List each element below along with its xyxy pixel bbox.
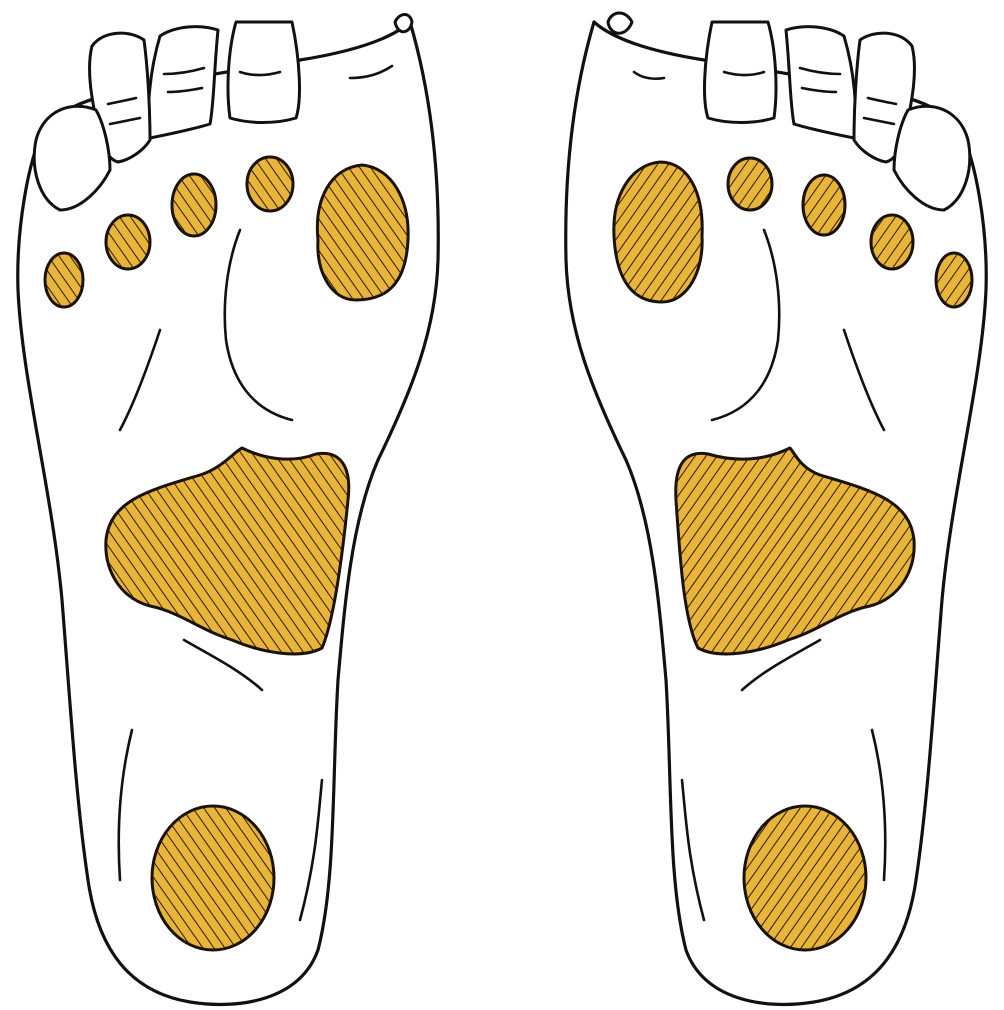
left-zone-toe-pad-4	[106, 215, 150, 269]
left-zone-toe-pad-5	[45, 253, 83, 307]
right-zone-toe-pad-2	[728, 158, 772, 210]
left-zone-ball-of-foot	[317, 165, 408, 300]
left-zone-toe-pad-2	[247, 157, 293, 211]
left-toe-big	[395, 15, 412, 32]
right-toe-2	[705, 22, 776, 123]
left-zone-toe-pad-3	[172, 174, 216, 236]
right-foot	[566, 13, 986, 1004]
right-zone-toe-pad-4	[871, 215, 913, 269]
left-toe-2	[228, 22, 299, 123]
right-toe-3	[786, 27, 856, 138]
left-toe-3	[148, 27, 218, 138]
right-zone-ball-of-foot	[614, 162, 702, 302]
left-foot	[18, 15, 438, 1005]
right-zone-toe-pad-5	[936, 253, 972, 307]
left-zone-heel	[152, 806, 274, 950]
right-toe-big	[608, 13, 632, 33]
right-zone-toe-pad-3	[803, 175, 845, 235]
right-zone-heel	[744, 806, 866, 950]
